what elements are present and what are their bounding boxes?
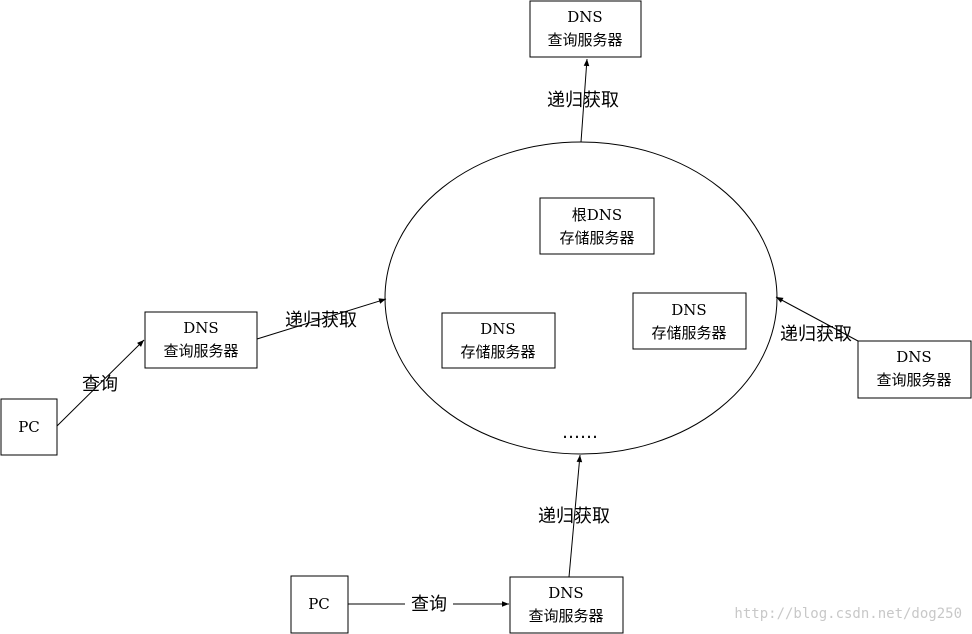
node-line1: DNS — [896, 348, 931, 366]
dns-storage-server-right: DNS 存储服务器 — [632, 292, 747, 350]
edge-recursive-right — [775, 296, 859, 342]
dns-query-server-left: DNS 查询服务器 — [144, 311, 258, 369]
node-line2: 查询服务器 — [528, 607, 603, 625]
dns-query-server-right: DNS 查询服务器 — [857, 340, 972, 399]
edge-label-query-bottom: 查询 — [411, 594, 447, 615]
node-line1: DNS — [671, 301, 706, 319]
node-line1: DNS — [183, 319, 218, 337]
watermark: http://blog.csdn.net/dog250 — [734, 606, 962, 622]
node-line2: 查询服务器 — [547, 31, 622, 49]
node-line2: 存储服务器 — [559, 229, 634, 247]
pc-label: PC — [18, 418, 40, 436]
edge-recursive-top — [580, 58, 590, 143]
node-line2: 查询服务器 — [163, 342, 238, 360]
edge-recursive-bottom — [568, 454, 583, 578]
node-line2: 查询服务器 — [876, 371, 951, 389]
edge-query-left — [56, 339, 145, 427]
node-line1: DNS — [548, 584, 583, 602]
pc-label: PC — [308, 595, 330, 613]
edge-label-recursive-top: 递归获取 — [547, 90, 619, 111]
edge-label-query-left: 查询 — [82, 374, 118, 395]
edge-label-recursive-left: 递归获取 — [285, 310, 357, 331]
edge-label-recursive-right: 递归获取 — [780, 324, 852, 345]
dns-query-server-bottom: DNS 查询服务器 — [509, 576, 624, 634]
root-dns-storage-server: 根DNS 存储服务器 — [539, 197, 655, 255]
dns-query-server-top: DNS 查询服务器 — [529, 0, 642, 58]
edge-recursive-left — [256, 298, 387, 340]
node-line2: 存储服务器 — [651, 324, 726, 342]
dns-storage-server-middle: DNS 存储服务器 — [441, 312, 556, 369]
node-line2: 存储服务器 — [460, 343, 535, 361]
edge-label-bg — [405, 590, 453, 614]
pc-left: PC — [0, 398, 58, 456]
more-servers-ellipsis: …… — [562, 422, 598, 443]
node-line1: 根DNS — [572, 206, 622, 224]
pc-bottom: PC — [290, 575, 349, 634]
node-line1: DNS — [567, 8, 602, 26]
edge-label-recursive-bottom: 递归获取 — [538, 506, 610, 527]
node-line1: DNS — [480, 320, 515, 338]
